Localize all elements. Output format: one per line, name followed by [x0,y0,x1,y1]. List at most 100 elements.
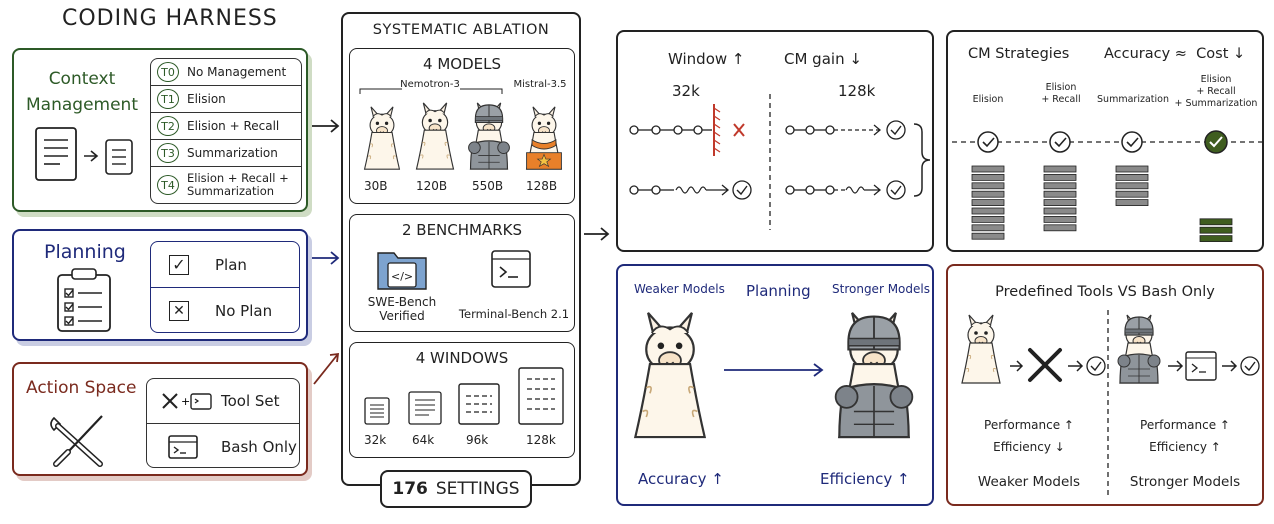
cost-bar-segment [971,215,1005,223]
stronger-tools-metrics: Performance ↑ Efficiency ↑ [1110,414,1260,458]
cost-bar-segment [971,173,1005,181]
stronger-performance-label: Performance ↑ [1140,418,1230,432]
planning-result-title: Planning [746,282,811,300]
folder-code-icon: </> [377,252,427,290]
window-up-label: Window ↑ [668,50,745,68]
checkbox-checked-icon: ✓ [169,254,189,275]
context-option-t2[interactable]: T2 Elision + Recall [151,113,301,140]
context-option-t3[interactable]: T3 Summarization [151,140,301,167]
cost-bar-segment [1199,226,1233,234]
cost-bar-segment [1043,190,1077,198]
planning-options-list: ✓ Plan ✕ No Plan [150,241,300,333]
harness-to-ablation-arrows [312,119,340,385]
tool-set-option[interactable]: + Tool Set [147,379,299,424]
strategy-label-elision-recall: Elision + Recall [1041,82,1081,105]
checkbox-x-icon: ✕ [169,301,189,321]
nemotron-bracket [359,88,503,94]
wrench-screwdriver-icon [50,415,103,467]
cost-bar-segment [1115,199,1149,207]
weaker-tools-metrics: Performance ↑ Efficiency ↓ [954,414,1104,458]
nemotron-group-label: Nemotron-3 [400,79,460,90]
tools-to-check-icon [1010,348,1106,382]
model-size-30b: 30B [364,179,388,193]
option-id-badge: T1 [157,89,179,109]
left-window-size: 32k [672,82,700,100]
window-result-panel: Window ↑ CM gain ↓ 32k 128k [616,30,934,252]
option-id-badge: T3 [157,143,179,163]
weaker-models-caption: Weaker Models [977,474,1081,490]
harness-title: CODING HARNESS [62,6,278,31]
window-96k-icon [458,383,500,425]
llama-120b-icon [415,102,455,170]
ablation-panel: SYSTEMATIC ABLATION 4 MODELS Nemotron-3 … [341,12,581,486]
cm-strategies-title: CM Strategies [968,46,1070,62]
terminal-icon [168,434,198,459]
check-circle-summarization-icon [1121,131,1143,153]
cost-bar-segment [971,199,1005,207]
settings-count: 176 [392,479,428,499]
model-size-120b: 120B [416,179,448,193]
cost-bar-segment [1043,215,1077,223]
terminal-window-icon [491,250,531,288]
action-options-list: + Tool Set Bash Only [146,378,300,468]
efficiency-up-label: Efficiency ↑ [820,470,910,488]
option-id-badge: T2 [157,116,179,136]
cm-strategies-panel: CM Strategies Accuracy ≈ Cost ↓ Elision … [946,30,1264,252]
weaker-performance-label: Performance ↑ [984,418,1074,432]
llama-128b-mistral-icon [526,106,562,170]
cm-gain-down-label: CM gain ↓ [784,50,862,68]
stronger-efficiency-label: Efficiency ↑ [1149,440,1221,454]
cost-bar-segment [971,207,1005,215]
cost-bar-segment [971,190,1005,198]
cost-bar-segment [1115,190,1149,198]
accuracy-cost-label: Accuracy ≈ Cost ↓ [1104,46,1246,62]
cost-bar-segment [1199,235,1233,243]
option-label: No Management [187,65,287,79]
ablation-to-results-arrow [584,227,610,241]
planning-arrow [724,363,824,377]
plan-option[interactable]: ✓ Plan [151,242,299,288]
tools-plus-terminal-icon: + [162,393,212,410]
context-management-panel: Context Management T0 No Management T1 E… [12,48,308,212]
option-id-badge: T0 [157,62,179,82]
cost-bar-segment [1115,173,1149,181]
tool-set-label: Tool Set [221,392,280,410]
stronger-models-caption: Stronger Models [1129,474,1241,490]
llama-550b-armored-icon [468,102,510,170]
check-circle-combined-filled-icon [1204,130,1228,154]
accuracy-up-label: Accuracy ↑ [638,470,724,488]
cost-bar-segment [1043,173,1077,181]
tools-result-title: Predefined Tools VS Bash Only [995,284,1215,300]
tools-result-panel: Predefined Tools VS Bash Only Performanc… [946,264,1264,506]
window-size-128k: 128k [526,433,556,447]
window-trajectory-diagram [629,94,931,230]
context-option-t4[interactable]: T4 Elision + Recall + Summarization [151,167,301,203]
cost-bar-segment [1115,165,1149,173]
cost-bar-segment [1043,207,1077,215]
strategy-label-elision: Elision [972,94,1004,105]
option-label: Summarization [187,146,278,160]
cost-bar-segment [971,165,1005,173]
cost-bar-segment [971,232,1005,240]
context-option-t0[interactable]: T0 No Management [151,59,301,86]
option-id-badge: T4 [157,175,179,195]
model-size-550b: 550B [472,179,504,193]
benchmarks-subpanel: 2 BENCHMARKS </> SWE-Bench Verified Term… [349,214,575,332]
cost-bar-segment [1199,218,1233,226]
planning-title: Planning [44,241,126,263]
window-size-64k: 64k [412,433,435,447]
no-plan-option[interactable]: ✕ No Plan [151,288,299,334]
models-title: 4 MODELS [423,55,501,73]
mistral-label: Mistral-3.5 [513,79,567,90]
cost-bar-segment [1043,182,1077,190]
action-space-title: Action Space [26,378,137,398]
benchmarks-title: 2 BENCHMARKS [401,221,523,239]
cost-bar-segment [1043,199,1077,207]
bash-only-option[interactable]: Bash Only [147,424,299,469]
weaker-models-label: Weaker Models [634,282,725,296]
context-option-t1[interactable]: T1 Elision [151,86,301,113]
llama-30b-icon [364,106,400,170]
window-64k-icon [408,391,442,425]
svg-text:+: + [181,395,190,408]
ablation-title: SYSTEMATIC ABLATION [372,22,550,38]
